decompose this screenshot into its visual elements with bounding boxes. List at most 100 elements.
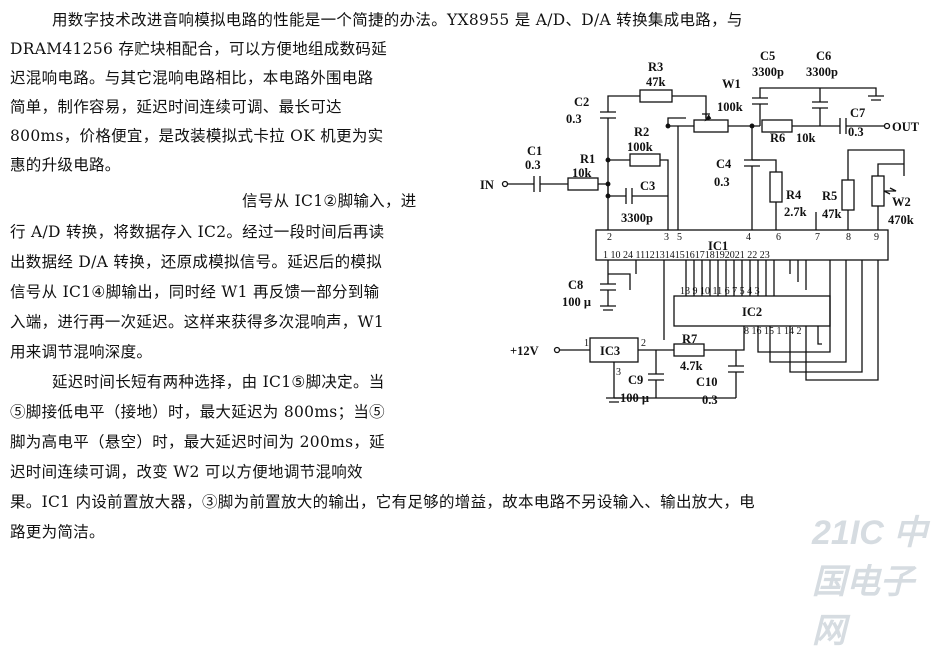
r5-label: R5 [822,189,837,203]
ic3-pin-2: 2 [641,338,646,349]
ic2-body [673,295,831,327]
text-line-3: 迟混响电路。与其它混响电路相比，本电路外围电路 [10,69,374,87]
text-line-12: 用来调节混响深度。 [10,343,153,361]
ic1-bottom-pins: 1 10 24 1112131415161718192021 22 23 [603,250,770,261]
w1-value: 100k [717,100,743,114]
c6-value: 3300p [806,65,838,79]
c10-label: C10 [696,375,718,389]
ic1-pin-8: 8 [846,232,851,243]
text-line-7: 信号从 IC1②脚输入，进 [242,192,417,210]
in-label: IN [480,178,494,192]
ic1-pin-3: 3 [664,232,669,243]
text-line-11: 入端，进行再一次延迟。这样来获得多次混响声，W1 [10,313,384,331]
c3-label: C3 [640,179,655,193]
r7-value: 4.7k [680,359,703,373]
ic3-body [589,337,639,363]
c4-value: 0.3 [714,175,730,189]
text-line-17: 果。IC1 内设前置放大器，③脚为前置放大的输出，它有足够的增益，故本电路不另设… [10,493,755,511]
text-line-1: 用数字技术改进音响模拟电路的性能是一个简捷的办法。YX8955 是 A/D、D/… [52,11,743,29]
r6-value: 10k [796,131,816,145]
text-line-10: 信号从 IC1④脚输出，同时经 W1 再反馈一部分到输 [10,283,380,301]
c9-capacitor [648,373,664,381]
ic1-pin-5: 5 [677,232,682,243]
text-line-18: 路更为简洁。 [10,523,105,541]
w1-label: W1 [722,77,741,91]
text-line-5: 800ms，价格便宜，是改装模拟式卡拉 OK 机更为实 [10,127,384,145]
r4-resistor [769,171,783,203]
ic3-label: IC3 [600,344,620,358]
c9-label: C9 [628,373,643,387]
c10-capacitor [728,365,744,373]
r3-resistor [639,89,673,103]
vcc-label: +12V [510,344,539,358]
r2-label: R2 [634,125,649,139]
r2-resistor [629,153,661,167]
ic3-pin-3: 3 [616,367,621,378]
in-terminal [501,180,509,188]
c6-label: C6 [816,49,831,63]
w2-potentiometer [871,175,885,207]
r6-label: R6 [770,131,785,145]
c5-label: C5 [760,49,775,63]
c2-label: C2 [574,95,589,109]
out-terminal [883,122,891,130]
circuit-schematic: IC1 2 3 5 4 6 7 8 9 1 10 24 111213141516… [480,49,920,407]
ground-symbol [868,95,884,101]
ic1-pin-9: 9 [874,232,879,243]
c4-label: C4 [716,157,732,171]
r4-label: R4 [786,188,802,202]
c5-value: 3300p [752,65,784,79]
c7-value: 0.3 [848,125,864,139]
c5-capacitor [752,97,768,105]
text-line-4: 简单，制作容易，延迟时间连续可调、最长可达 [10,98,342,116]
ic3-pin-1: 1 [584,338,589,349]
ic1-body [595,229,889,261]
c8-value: 100 μ [562,295,591,309]
r2-value: 100k [627,140,653,154]
c7-capacitor [839,118,847,134]
ic2-top-pins: 13 9 10 11 6 7 5 4 3 [680,286,760,297]
c6-capacitor [812,101,828,109]
c8-label: C8 [568,278,583,292]
text-line-6: 惠的升级电路。 [10,156,121,174]
ic1-pin-2: 2 [607,232,612,243]
text-line-2: DRAM41256 存贮块相配合，可以方便地组成数码延 [10,40,387,58]
r1-value: 10k [572,166,592,180]
r5-resistor [841,179,855,211]
c10-value: 0.3 [702,393,718,407]
ic2-bottom-pins: 8 16 15 1 14 2 [744,326,802,337]
c3-capacitor [625,188,633,204]
ic1-pin-7: 7 [815,232,820,243]
c2-capacitor [600,111,616,119]
c7-label: C7 [850,106,865,120]
r7-label: R7 [682,332,697,346]
w2-value: 470k [888,213,914,227]
r3-value: 47k [646,75,666,89]
vcc-terminal [553,346,561,354]
text-line-9: 出数据经 D/A 转换，还原成模拟信号。延迟后的模拟 [10,253,382,271]
ic1-label: IC1 [708,239,728,253]
r5-value: 47k [822,207,842,221]
r3-label: R3 [648,60,663,74]
w2-label: W2 [892,195,911,209]
text-line-13: 延迟时间长短有两种选择，由 IC1⑤脚决定。当 [52,373,385,391]
c1-value: 0.3 [525,158,541,172]
c2-value: 0.3 [566,112,582,126]
ic2-label: IC2 [742,305,762,319]
data-bus [685,260,879,381]
watermark-logo: 21IC 中国电子网 [812,514,928,650]
w1-potentiometer [693,119,729,133]
text-line-8: 行 A/D 转换，将数据存入 IC2。经过一段时间后再读 [10,223,385,241]
text-line-14: ⑤脚接低电平（接地）时，最大延迟为 800ms；当⑤ [10,403,385,421]
c1-label: C1 [527,144,542,158]
c4-capacitor [744,159,760,167]
ground-symbol-bottom [606,397,622,403]
ic1-pin-4: 4 [746,232,751,243]
c8-capacitor [600,283,616,291]
text-line-15: 脚为高电平（悬空）时，最大延迟时间为 200ms，延 [10,433,385,451]
c1-capacitor [533,176,541,192]
text-line-16: 迟时间连续可调，改变 W2 可以方便地调节混响效 [10,463,363,481]
c3-value: 3300p [621,211,653,225]
ic1-pin-6: 6 [776,232,781,243]
out-label: OUT [892,120,920,134]
